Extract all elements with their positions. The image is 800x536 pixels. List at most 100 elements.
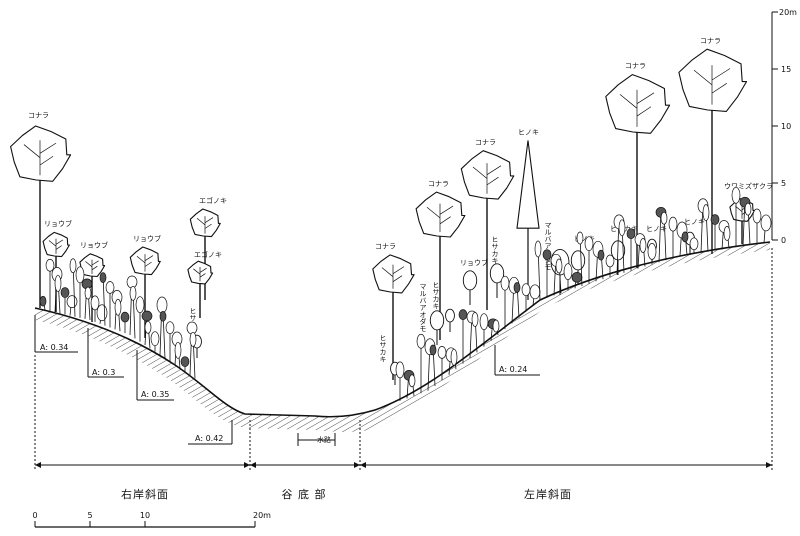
- tree-label-t8: コナラ: [375, 243, 396, 251]
- tree-label-t15: マルバアオダモ: [419, 283, 427, 332]
- undergrowth-plant: [159, 310, 167, 359]
- scale-label-0: 0: [32, 511, 37, 520]
- scale-label-20: 20m: [253, 511, 271, 520]
- shrub-crown: [570, 250, 586, 271]
- height-tick-label-0: 0: [781, 236, 786, 245]
- crown-branches: [472, 163, 502, 194]
- depth-marker-5-label: A: 0.24: [499, 365, 527, 374]
- tree-t18: ヒサカキ: [489, 236, 505, 298]
- tree-label-t23: ヒノキ: [684, 218, 705, 226]
- tree-label-t20: ヒノキ: [574, 235, 595, 243]
- undergrowth-plant: [150, 331, 160, 352]
- undergrowth-plant: [576, 231, 584, 287]
- undergrowth-plant: [731, 186, 741, 248]
- tree-t13: コナラ: [678, 37, 748, 254]
- height-tick-label-10: 10: [781, 122, 791, 131]
- undergrowth-plant: [429, 344, 437, 387]
- undergrowth-plant: [647, 243, 657, 265]
- depth-marker-2-label: A: 0.3: [92, 368, 115, 377]
- undergrowth-plant: [555, 258, 563, 294]
- undergrowth-plant: [60, 287, 70, 315]
- undergrowth-plant: [54, 275, 62, 314]
- tree-label-t17: リョウブ: [460, 258, 488, 267]
- tree-label-t11: ヒノキ: [518, 128, 539, 136]
- undergrowth-plant: [723, 226, 731, 249]
- depth-marker-1-label: A: 0.34: [40, 343, 68, 352]
- height-axis: 20m 15 10 5 0: [771, 8, 797, 245]
- undergrowth-plant: [689, 237, 699, 254]
- tree-t16: ヒサカキ: [432, 281, 455, 332]
- undergrowth-plant: [458, 309, 468, 364]
- broadleaf-crown: [678, 48, 748, 112]
- undergrowth-plant: [500, 275, 510, 330]
- undergrowth-plant: [96, 304, 108, 324]
- shrub-crown: [445, 308, 455, 323]
- tree-layer: コナラリョウブリョウブリョウブエゴノキエゴノキヒサカキコナラコナラコナラヒノキコ…: [10, 37, 773, 385]
- zone-label-left-bank: 左岸斜面: [524, 488, 572, 501]
- undergrowth-plant: [120, 311, 130, 334]
- zone-label-right-bank: 右岸斜面: [121, 487, 169, 501]
- undergrowth-plant: [479, 313, 489, 347]
- crown-branches: [693, 65, 731, 105]
- crown-branches: [426, 203, 454, 233]
- crown-branches: [85, 259, 99, 274]
- tree-label-t2: リョウブ: [44, 219, 72, 228]
- undergrowth-plant: [416, 333, 426, 394]
- tree-label-t1: コナラ: [28, 112, 49, 120]
- tree-t2: リョウブ: [42, 219, 72, 312]
- stream-label: 水路: [317, 435, 331, 444]
- undergrowth-plant: [174, 341, 182, 369]
- tree-t12: コナラ: [605, 62, 671, 268]
- tree-label-t5: エゴノキ: [199, 196, 227, 205]
- shrub-crown: [462, 270, 478, 291]
- height-tick-label-5: 5: [781, 179, 786, 188]
- tree-label-t9: コナラ: [428, 180, 449, 188]
- scale-bar: 0 5 10 20m: [32, 511, 271, 528]
- shrub-crown: [489, 263, 505, 284]
- tree-t11: ヒノキ: [516, 128, 540, 300]
- undergrowth-plant: [744, 202, 752, 246]
- tree-t17: リョウブ: [460, 258, 488, 305]
- broadleaf-crown: [10, 125, 72, 182]
- undergrowth-plant: [144, 320, 152, 349]
- undergrowth-plant: [66, 295, 78, 316]
- undergrowth-plant: [760, 214, 772, 243]
- undergrowth-plant: [126, 275, 138, 336]
- undergrowth-plant: [186, 321, 198, 376]
- tree-label-t7: ヒサカキ: [189, 307, 197, 335]
- undergrowth-plant: [408, 374, 416, 396]
- undergrowth-plant: [99, 272, 107, 326]
- crown-branches: [48, 238, 64, 254]
- undergrowth-plant: [584, 236, 594, 284]
- tree-label-t22: ヒノキ: [646, 225, 667, 233]
- tree-label-t18: ヒサカキ: [491, 236, 499, 264]
- undergrowth-plant: [660, 211, 668, 261]
- tree-t14: ヒサカキ: [379, 334, 400, 385]
- undergrowth-plant: [521, 283, 531, 312]
- ground-profile: [34, 241, 771, 432]
- undergrowth-plant: [639, 238, 647, 267]
- undergrowth-plant: [563, 263, 573, 291]
- conifer-crown: [516, 140, 540, 229]
- undergrowth-plant: [597, 249, 605, 280]
- broadleaf-crown: [372, 254, 415, 294]
- undergrowth-plant: [90, 295, 100, 322]
- undergrowth-plant: [189, 331, 197, 379]
- undergrowth-plant: [156, 296, 168, 356]
- undergrowth-plant: [534, 240, 542, 301]
- undergrowth-plant: [105, 281, 115, 328]
- undergrowth-plant: [84, 286, 92, 321]
- broadleaf-crown: [460, 150, 515, 200]
- broadleaf-crown: [605, 74, 671, 134]
- height-axis-unit: 20m: [779, 8, 797, 17]
- undergrowth-plant: [626, 228, 636, 271]
- undergrowth-plant: [39, 295, 47, 311]
- undergrowth-plant: [605, 254, 615, 277]
- undergrowth-plant: [668, 216, 678, 259]
- undergrowth-plant: [69, 258, 77, 317]
- broadleaf-crown: [415, 191, 466, 238]
- crown-branches: [193, 267, 207, 282]
- undergrowth-plant: [492, 319, 500, 336]
- undergrowth-plant: [114, 298, 122, 332]
